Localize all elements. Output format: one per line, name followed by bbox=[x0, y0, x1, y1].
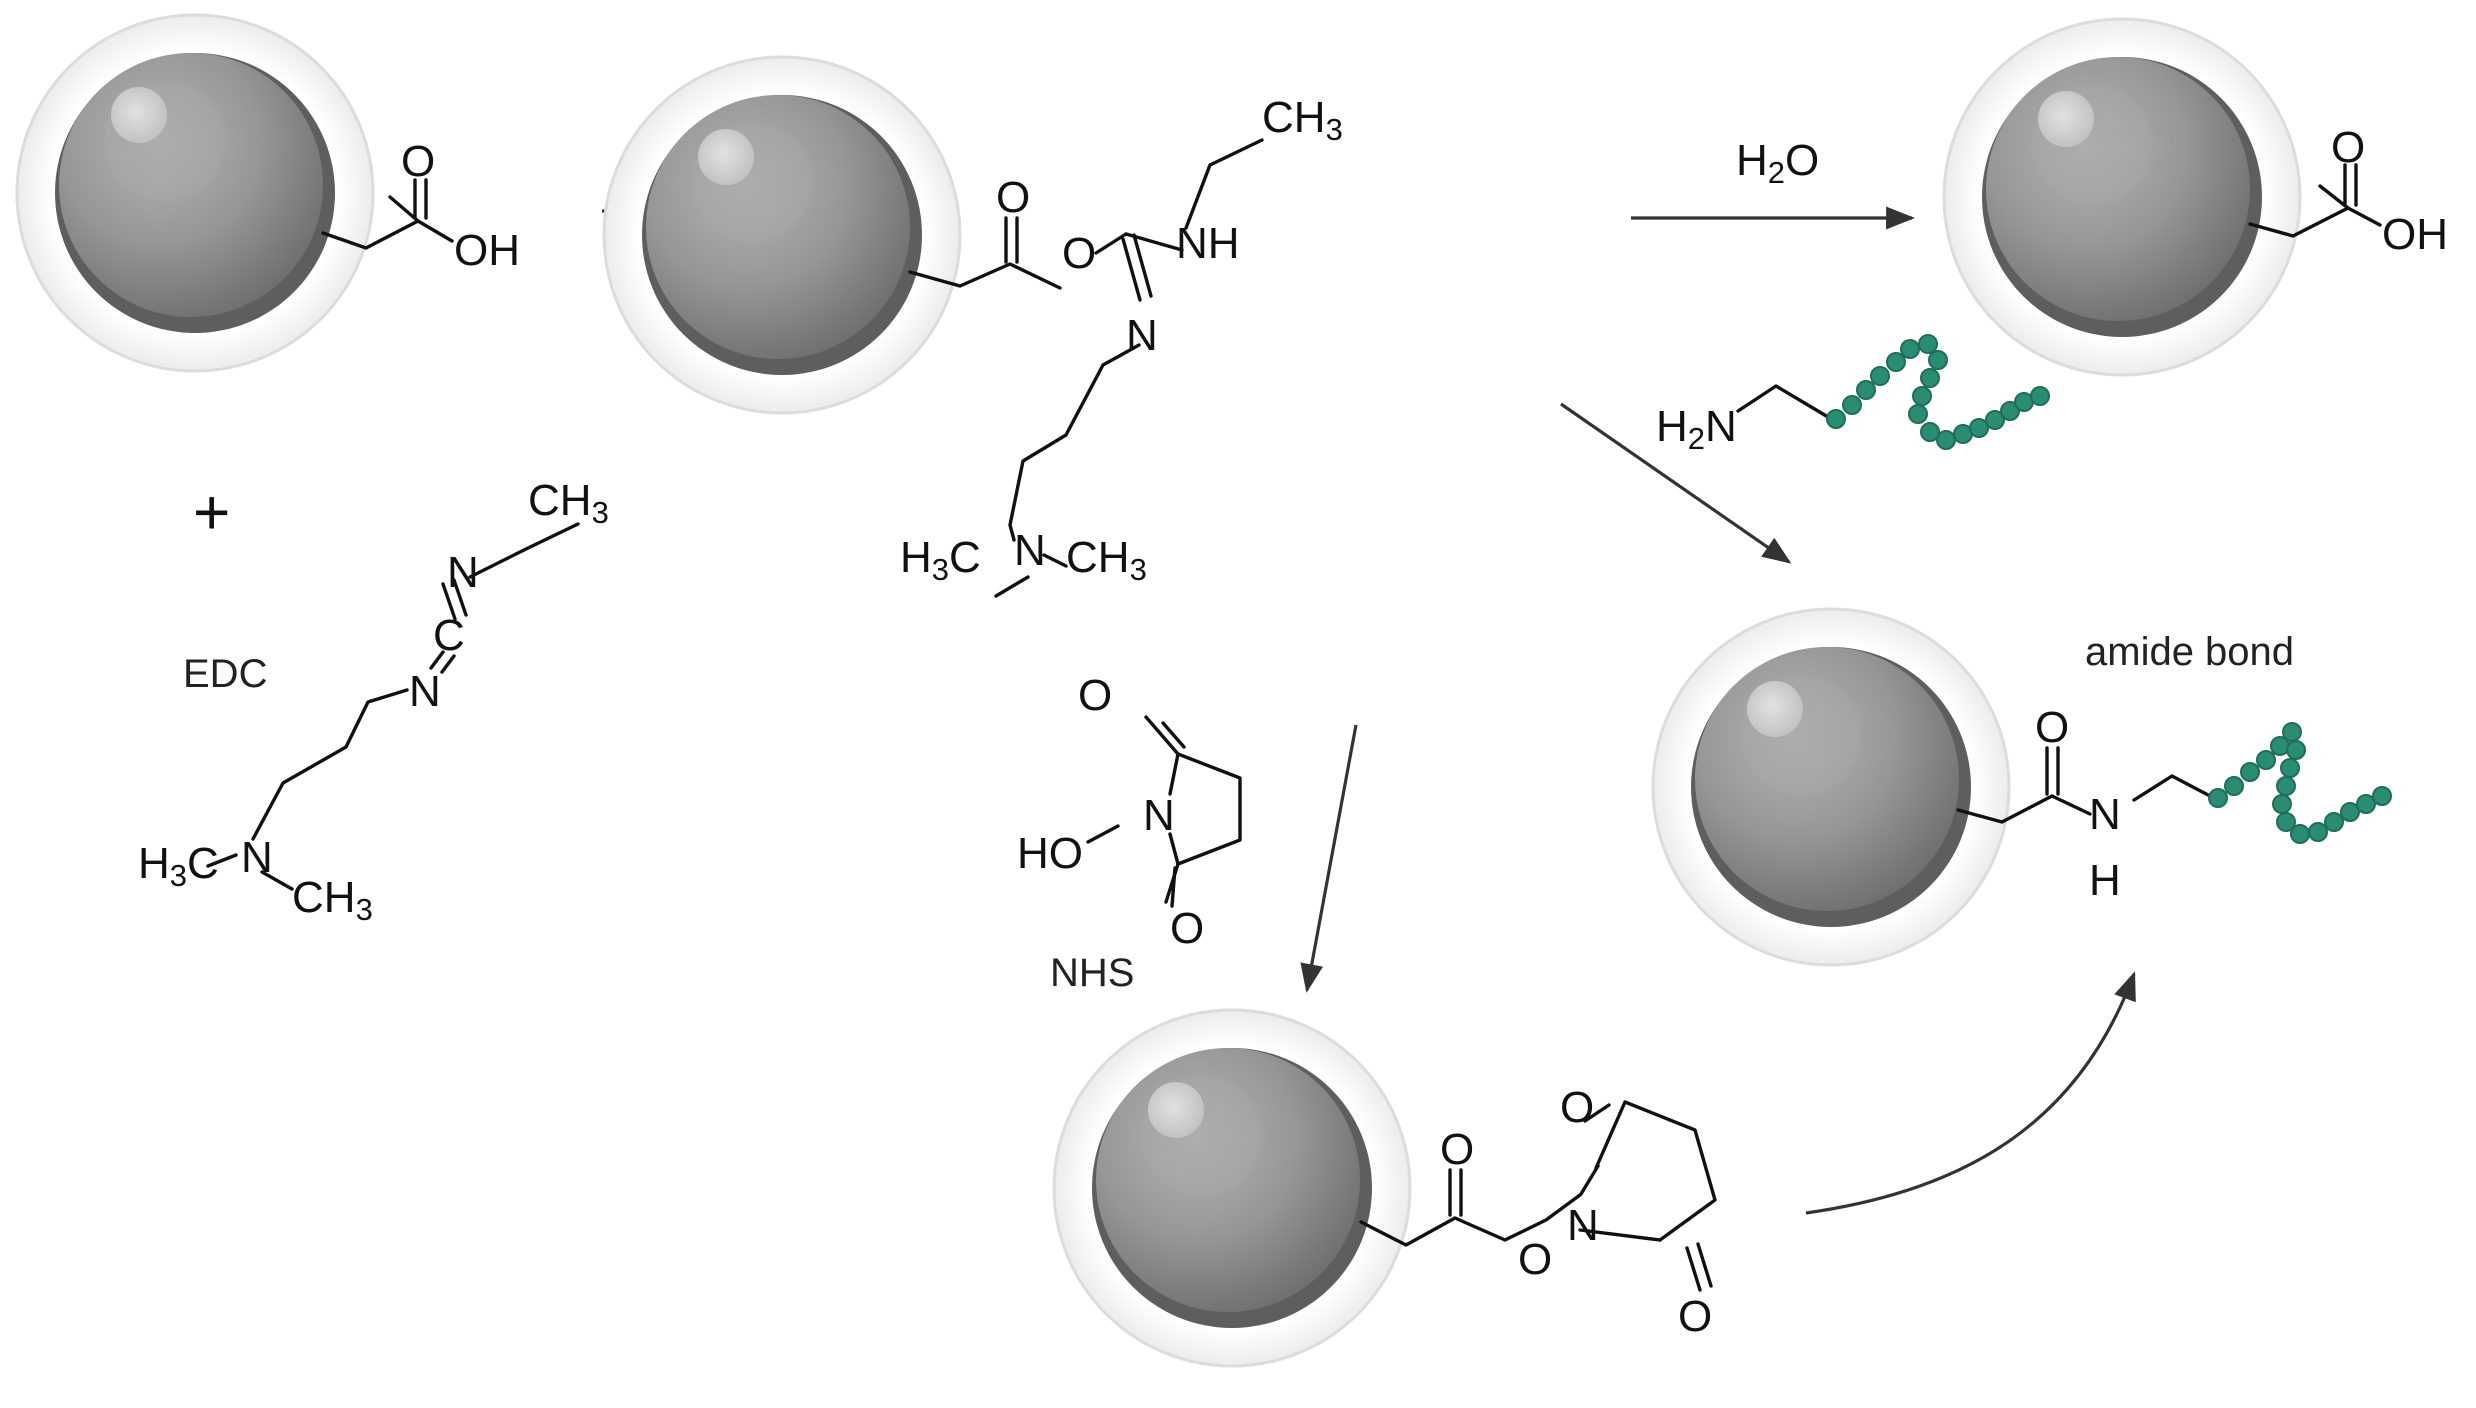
atom-n: N bbox=[1567, 1201, 1599, 1250]
atom-n: N bbox=[241, 833, 273, 882]
nhs-ester-group: O O N O O bbox=[1359, 1083, 1717, 1341]
o-acylisourea-intermediate: O O NH N N CH3 H3C CH3 bbox=[900, 93, 1343, 598]
nanoparticle-icon bbox=[1942, 17, 2302, 377]
atom-o: O bbox=[2331, 123, 2365, 172]
polymer-chain-icon bbox=[1826, 334, 2050, 450]
atom-n: N bbox=[2089, 790, 2121, 839]
carboxylic-acid-group: O OH bbox=[2248, 123, 2448, 259]
methyl-group: CH3 bbox=[292, 873, 373, 927]
atom-nh: NH bbox=[1176, 219, 1240, 268]
atom-o: O bbox=[1062, 229, 1096, 278]
atom-o: O bbox=[1678, 1292, 1712, 1341]
amine-label: H2N bbox=[1656, 402, 1737, 456]
atom-n: N bbox=[1126, 311, 1158, 360]
plus-sign: + bbox=[193, 476, 230, 548]
atom-o: O bbox=[996, 173, 1030, 222]
atom-oh: OH bbox=[2382, 210, 2448, 259]
atom-o: O bbox=[1440, 1125, 1474, 1174]
atom-ho: HO bbox=[1017, 829, 1083, 878]
amide-product-group: O N H bbox=[1956, 703, 2392, 905]
water-label: H2O bbox=[1736, 136, 1819, 190]
reaction-arrow-nhs-activation bbox=[1300, 724, 1358, 993]
nanoparticle-icon bbox=[1651, 607, 2011, 967]
reaction-arrow-direct-amidation bbox=[1560, 402, 1792, 564]
atom-o: O bbox=[2035, 703, 2069, 752]
atom-o: O bbox=[1078, 671, 1112, 720]
atom-oh: OH bbox=[454, 226, 520, 275]
atom-n: N bbox=[447, 548, 479, 597]
amine-polymer-reagent: H2N bbox=[1656, 334, 2050, 456]
amide-bond-label: amide bond bbox=[2085, 630, 2294, 674]
atom-o: O bbox=[401, 137, 435, 186]
edc-label: EDC bbox=[183, 652, 267, 696]
atom-n: N bbox=[409, 667, 441, 716]
atom-n: N bbox=[1014, 526, 1046, 575]
nanoparticle-icon bbox=[602, 55, 962, 415]
polymer-chain-icon bbox=[2208, 722, 2392, 844]
methyl-group: CH3 bbox=[1066, 533, 1147, 587]
atom-o: O bbox=[1170, 904, 1204, 953]
nhs-structure: O N HO O bbox=[1017, 671, 1242, 953]
atom-c: C bbox=[433, 611, 465, 660]
reaction-arrow-aminolysis bbox=[1805, 971, 2136, 1215]
nanoparticle-icon bbox=[15, 13, 375, 373]
atom-h: H bbox=[2089, 856, 2121, 905]
methyl-group: H3C bbox=[900, 533, 981, 587]
atom-o: O bbox=[1518, 1235, 1552, 1284]
nanoparticle-icon bbox=[1052, 1008, 1412, 1368]
nhs-label: NHS bbox=[1050, 951, 1134, 995]
methyl-group: CH3 bbox=[528, 476, 609, 530]
atom-n: N bbox=[1143, 791, 1175, 840]
methyl-group: CH3 bbox=[1262, 93, 1343, 147]
carboxylic-acid-group: O OH bbox=[321, 137, 520, 275]
methyl-group: H3C bbox=[138, 839, 219, 893]
atom-o: O bbox=[1560, 1083, 1594, 1132]
edc-structure: N C N N CH3 H3C CH3 bbox=[138, 476, 609, 927]
